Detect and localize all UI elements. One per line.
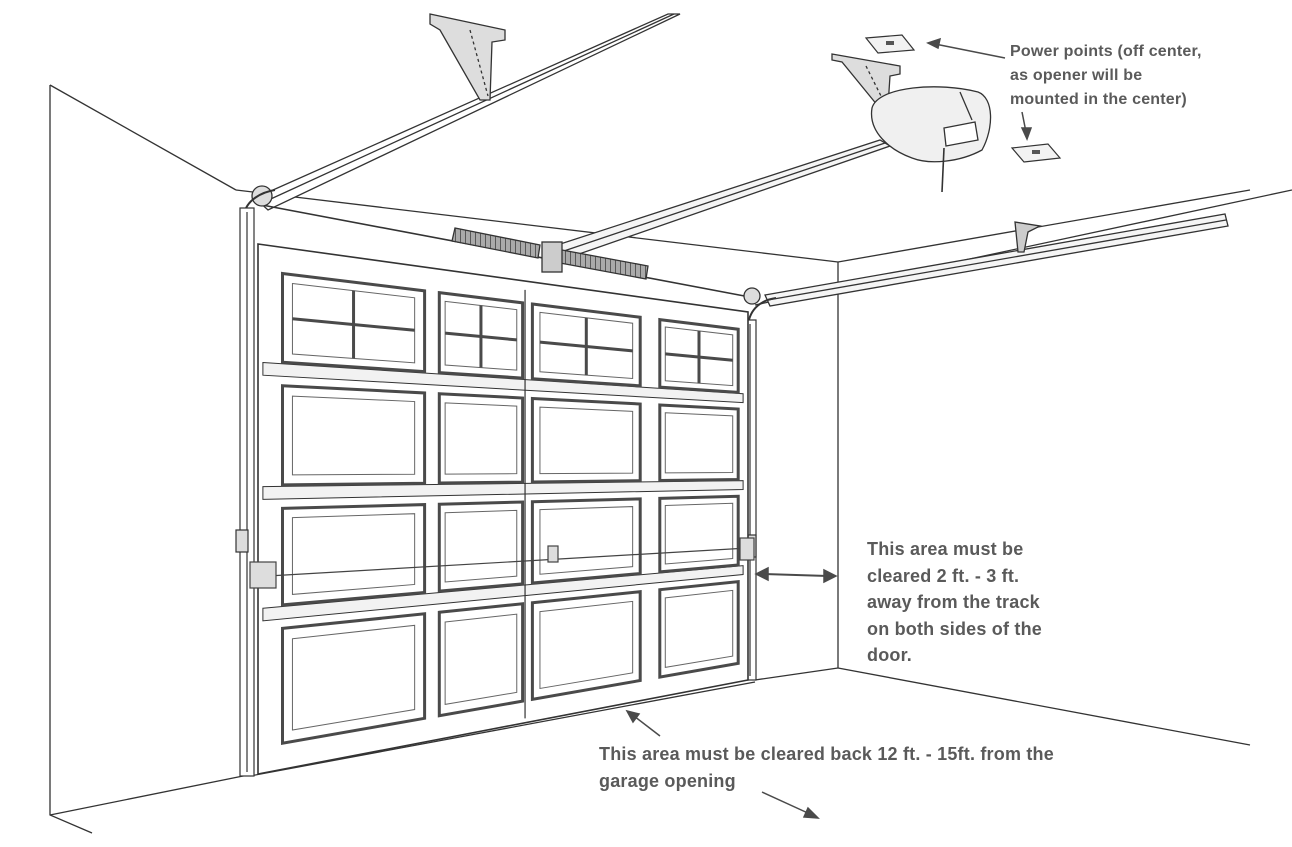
door-panel-inset-r2-c2	[444, 402, 518, 475]
left-lock-handle	[249, 561, 277, 589]
floor-line-right	[837, 667, 1251, 746]
door-panel-inset-r2-c1	[291, 395, 416, 476]
door-panel-inset-r3-c3	[539, 506, 634, 575]
window-mullion-h-c2	[444, 331, 517, 342]
right-ceiling-bracket	[1014, 221, 1043, 253]
floor-door-base	[249, 681, 756, 777]
door-panel-inset-r3-c1	[291, 513, 416, 595]
spring-center-bracket	[541, 241, 563, 273]
door-panel-inset-r3-c4	[664, 502, 734, 565]
side-clearance-line-1: This area must be	[867, 539, 1024, 559]
door-panels	[281, 271, 740, 745]
power-points-line-3: mounted in the center)	[1010, 91, 1187, 108]
power-points	[864, 34, 1062, 163]
power-arrow-upper	[934, 43, 1006, 59]
right-cable-drum	[743, 287, 761, 305]
back-clearance-label: This area must be cleared back 12 ft. - …	[599, 741, 1054, 795]
door-panel-inset-r2-c4	[664, 412, 734, 474]
door-panel-inset-r4-c2	[444, 613, 518, 705]
annotation-arrows	[625, 37, 1033, 819]
back-clearance-line-1: This area must be cleared back 12 ft. - …	[599, 744, 1054, 764]
center-lock-hinge	[547, 545, 559, 563]
torsion-spring-left	[451, 227, 541, 259]
right-lock-handle	[739, 537, 755, 561]
power-points-line-1: Power points (off center,	[1010, 43, 1202, 60]
back-clearance-line-2: garage opening	[599, 771, 736, 791]
side-clearance-line-4: on both sides of the	[867, 618, 1042, 639]
left-wall	[49, 85, 93, 834]
side-clearance-line-2: cleared 2 ft. - 3 ft.	[867, 565, 1020, 586]
left-cable-drum	[251, 185, 273, 207]
right-wall-top	[837, 189, 1251, 263]
back-arrow-down	[761, 791, 811, 815]
side-clearance-line-5: door.	[867, 645, 912, 665]
window-mullion-h-c4	[665, 352, 733, 362]
door-panel-inset-r4-c3	[539, 600, 634, 690]
side-clearance-arrow	[763, 573, 829, 577]
door-panel-inset-r4-c4	[664, 589, 734, 668]
back-arrow-up	[633, 715, 661, 737]
vertical-tracks	[235, 207, 757, 777]
left-track-bracket	[235, 529, 249, 553]
side-clearance-line-3: away from the track	[867, 592, 1040, 612]
power-points-label: Power points (off center, as opener will…	[1010, 40, 1202, 112]
door-panel-inset-r2-c3	[539, 406, 634, 475]
overhead-hardware	[243, 13, 1229, 326]
door-panel-inset-r3-c2	[444, 509, 518, 583]
window-mullion-h-c1	[292, 317, 415, 332]
left-ceiling-bracket	[429, 13, 506, 101]
door-panel-inset-r4-c1	[291, 624, 416, 731]
door-lock-hardware	[249, 537, 755, 589]
back-wall-top-left	[235, 189, 839, 263]
door-sections	[262, 289, 744, 719]
floor-line-left	[49, 774, 249, 816]
floor-line-right-near	[754, 667, 839, 681]
side-clearance-label: This area must be cleared 2 ft. - 3 ft. …	[867, 536, 1042, 669]
ceiling-line-left	[49, 84, 237, 191]
torsion-spring-right	[559, 249, 649, 280]
window-mullion-h-c3	[539, 340, 633, 353]
garage-door	[257, 243, 749, 775]
door-windows	[292, 290, 733, 384]
power-points-line-2: as opener will be	[1010, 67, 1143, 84]
